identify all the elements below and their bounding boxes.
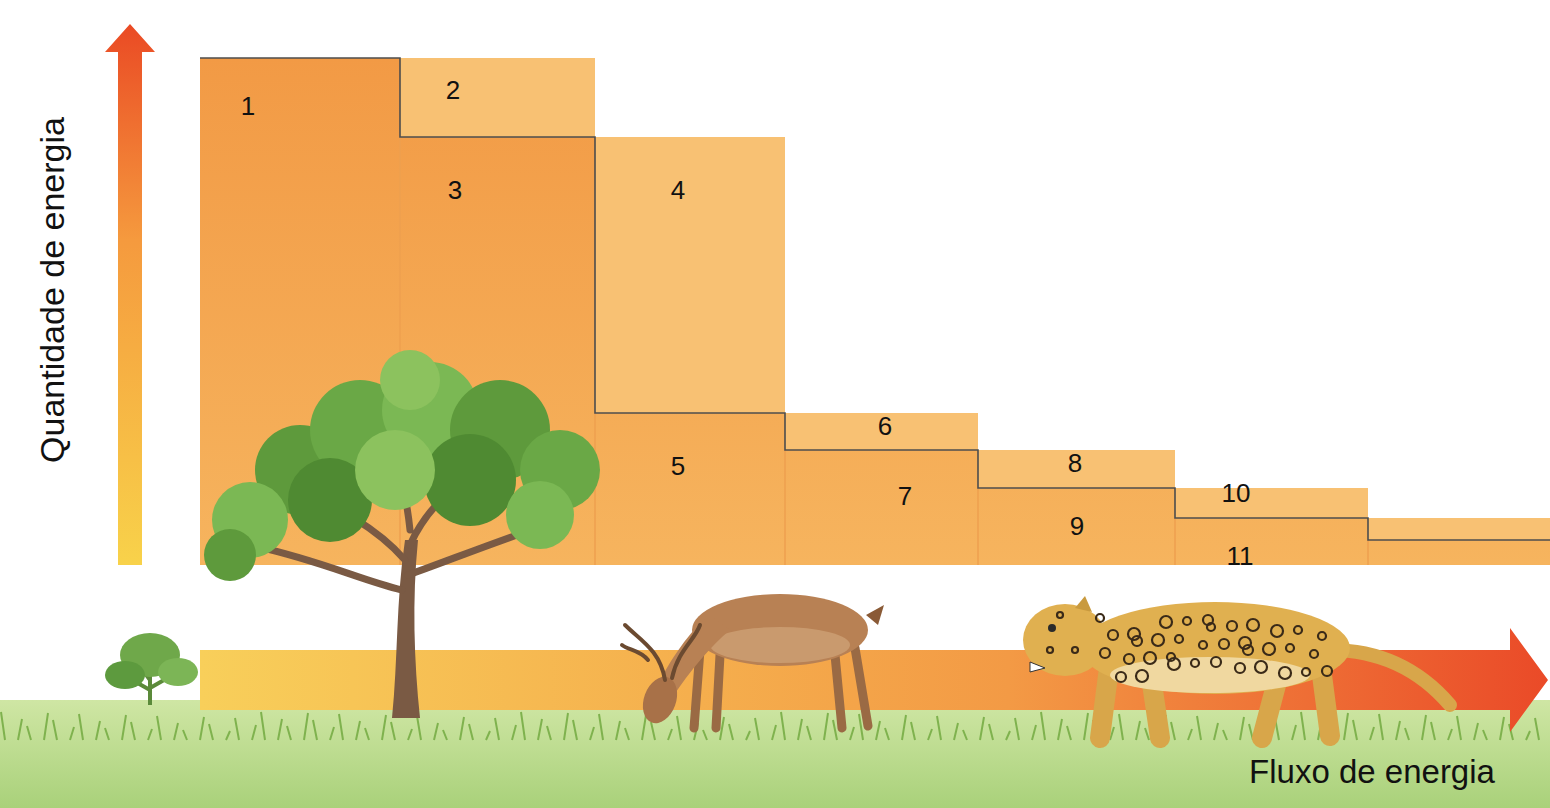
jaguar-spot	[1219, 639, 1229, 649]
energy-steps	[200, 58, 1550, 565]
jaguar-spot	[1279, 667, 1291, 679]
callout-number: 3	[448, 177, 462, 203]
shrub	[105, 633, 198, 705]
jaguar-spots	[1047, 612, 1332, 682]
deer-head	[637, 672, 683, 728]
jaguar	[1023, 596, 1450, 738]
lost-energy	[595, 137, 785, 413]
step-line	[200, 58, 1550, 540]
deer	[622, 594, 884, 728]
jaguar-spot	[1175, 635, 1183, 643]
tree-leaves	[506, 481, 574, 549]
tree-trunk	[392, 540, 420, 718]
jaguar-spot	[1294, 626, 1302, 634]
shrub-leaves	[105, 661, 145, 689]
jaguar-spot	[1047, 647, 1053, 653]
callout-number: 4	[671, 177, 685, 203]
tree-leaves	[424, 434, 516, 526]
jaguar-spot	[1167, 653, 1175, 661]
jaguar-spot	[1211, 657, 1221, 667]
retained-energy	[200, 58, 1550, 565]
jaguar-spot	[1057, 612, 1063, 618]
jaguar-spot	[1255, 661, 1267, 673]
jaguar-spot	[1286, 644, 1294, 652]
jaguar-mouth	[1030, 662, 1045, 672]
jaguar-head	[1023, 604, 1107, 676]
axis-title: Quantidade de energia	[35, 117, 69, 463]
lost-energy	[978, 450, 1175, 488]
shrub-leaves	[158, 658, 198, 686]
callout-number: 7	[898, 483, 912, 509]
jaguar-spot	[1136, 670, 1148, 682]
jaguar-spot	[1108, 630, 1118, 640]
jaguar-spot	[1322, 666, 1332, 676]
tree-leaves	[380, 350, 440, 410]
tree-leaves	[355, 430, 435, 510]
jaguar-belly	[1110, 657, 1310, 693]
deer-belly	[710, 627, 850, 663]
jaguar-spot	[1302, 668, 1310, 676]
jaguar-spot	[1100, 648, 1110, 658]
tree	[204, 350, 600, 718]
lost-energy	[400, 58, 595, 137]
callout-number: 5	[671, 453, 685, 479]
jaguar-spot	[1128, 628, 1140, 640]
callout-number: 6	[878, 413, 892, 439]
deer-tail	[866, 605, 884, 625]
jaguar-spot	[1116, 672, 1126, 682]
jaguar-spot	[1239, 637, 1251, 649]
jaguar-spot	[1227, 621, 1237, 631]
callout-number: 8	[1068, 450, 1082, 476]
column-divider	[400, 137, 1368, 565]
jaguar-spot	[1152, 634, 1164, 646]
jaguar-spot	[1144, 652, 1156, 664]
jaguar-spot	[1271, 625, 1283, 637]
jaguar-spot	[1247, 619, 1259, 631]
deer-antler	[622, 625, 700, 680]
jaguar-spot	[1160, 616, 1172, 628]
callout-number: 9	[1070, 513, 1084, 539]
jaguar-spot	[1263, 643, 1275, 655]
lost-energy	[1368, 518, 1550, 540]
jaguar-spot	[1203, 615, 1213, 625]
callout-number: 10	[1222, 480, 1251, 506]
jaguar-spot	[1183, 617, 1191, 625]
callout-number: 11	[1227, 543, 1254, 569]
callout-number: 2	[446, 77, 460, 103]
jaguar-spot	[1310, 650, 1318, 658]
jaguar-spot	[1191, 659, 1199, 667]
jaguar-spot	[1124, 654, 1134, 664]
axis-title: Fluxo de energia	[1249, 755, 1495, 788]
tree-leaves	[204, 529, 256, 581]
jaguar-ear	[1075, 596, 1092, 612]
callout-number: 1	[241, 93, 255, 119]
jaguar-spot	[1318, 632, 1326, 640]
tree-canopy	[204, 350, 600, 581]
jaguar-spot	[1072, 647, 1078, 653]
jaguar-body	[1080, 602, 1350, 694]
jaguar-spot	[1235, 663, 1245, 673]
jaguar-spot	[1199, 641, 1207, 649]
lost-energy	[1175, 488, 1368, 518]
energy-axis-arrow	[105, 24, 155, 565]
lost-energy	[785, 413, 978, 450]
jaguar-eye	[1048, 624, 1056, 632]
jaguar-spot	[1096, 614, 1104, 622]
jaguar-tail	[1330, 650, 1450, 705]
